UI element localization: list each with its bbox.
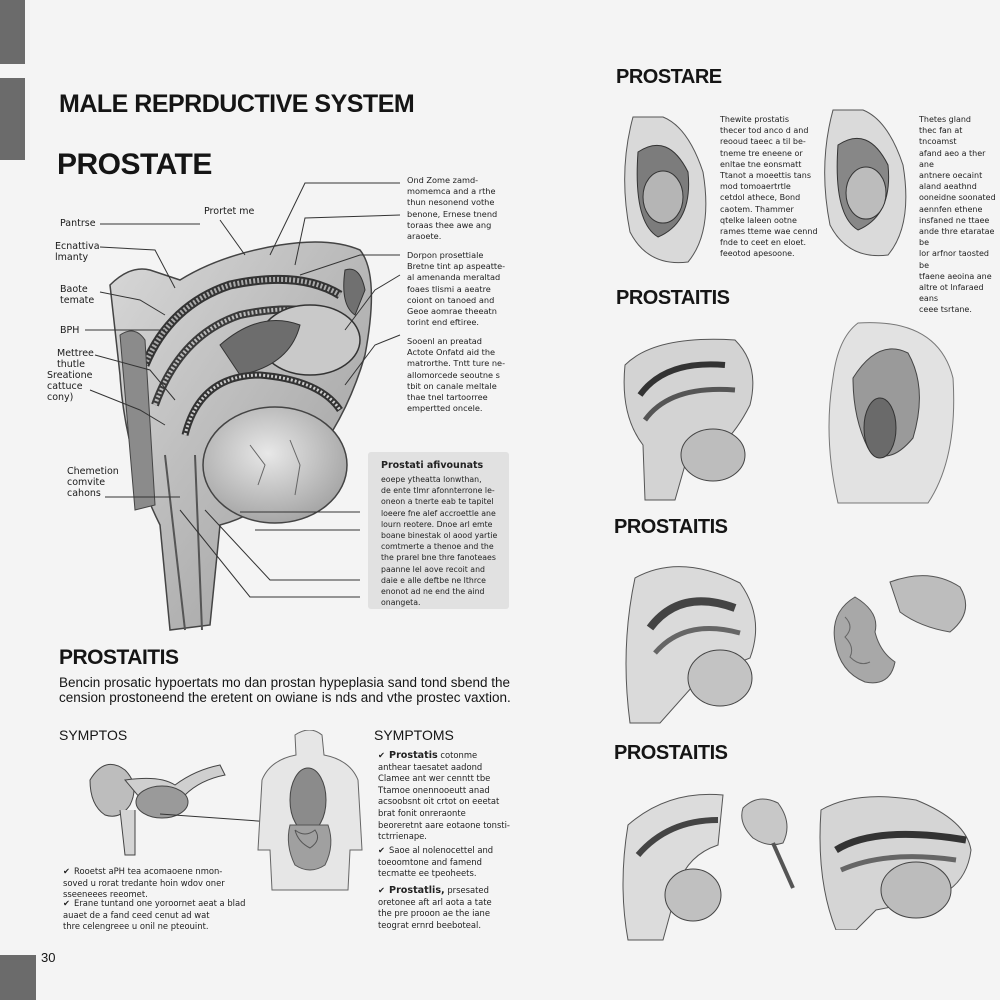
right-col1-text: Thewite prostatis thecer tod anco d and … <box>720 115 818 259</box>
page-subheading: PROSTATE <box>57 148 212 181</box>
label-left-4: BPH <box>60 325 80 336</box>
callout-box <box>368 452 509 609</box>
symptoms-right-title: SYMPTOMS <box>374 727 454 743</box>
chapter-tab-top <box>0 0 25 64</box>
callout-body: eoepe ytheatta lonwthan, de ente tlmr af… <box>381 475 498 608</box>
check-icon: ✔ <box>378 885 386 895</box>
symptoms-left-title: SYMPTOS <box>59 727 128 743</box>
side-note-2: Dorpon prosettiale Bretne tint ap aspeat… <box>407 250 506 328</box>
section-title-prostatitis: PROSTAITIS <box>59 646 179 669</box>
intro-text: Bencin prosatic hypoertats mo dan prosta… <box>59 675 511 705</box>
symptom-left-1: ✔Rooetst aPH tea acomaoene nmon- soved u… <box>63 866 225 900</box>
gland-detail <box>741 798 795 889</box>
right-section-4: PROSTAITIS <box>614 742 728 764</box>
chapter-tab-mid <box>0 78 25 160</box>
prostatitis-diagram-5 <box>622 793 724 941</box>
chapter-tab-bottom <box>0 955 36 1000</box>
check-icon: ✔ <box>378 845 386 855</box>
symptom-right-3: ✔Prostatlis, prsesated oretonee aft arl … <box>378 885 492 930</box>
prostate-detail-drawing <box>89 763 226 856</box>
prostatitis-diagram-6 <box>819 796 972 930</box>
page-number: 30 <box>41 950 56 965</box>
symptom-left-2: ✔Erane tuntand one yoroornet aeat a blad… <box>63 898 246 932</box>
prostatitis-diagram-4 <box>833 575 967 684</box>
check-icon: ✔ <box>378 750 386 760</box>
symptom-right-1: ✔Prostatis cotonme anthear taesatet aado… <box>378 750 510 842</box>
label-left-6: Sreatione cattuce cony) <box>47 370 93 403</box>
prostatitis-diagram-2 <box>828 322 955 504</box>
torso-drawing <box>257 730 363 891</box>
prostate-anatomy-diagram <box>109 241 373 631</box>
prostate-sagittal-1 <box>624 116 707 264</box>
label-left-5: Mettree thutle <box>57 348 94 370</box>
page-heading: MALE REPRDUCTIVE SYSTEM <box>59 90 415 118</box>
callout-title: Prostati afivounats <box>381 460 484 471</box>
prostate-sagittal-2 <box>824 109 907 257</box>
label-left-2: Ecnattiva lmanty <box>55 241 100 263</box>
right-col2-text: Thetes gland thec fan at tncoamst afand … <box>919 115 996 315</box>
prostatitis-diagram-1 <box>623 338 754 501</box>
label-left-7: Chemetion comvite cahons <box>67 466 119 499</box>
check-icon: ✔ <box>63 866 71 876</box>
label-left-3: Baote temate <box>60 284 95 306</box>
right-section-3: PROSTAITIS <box>614 516 728 538</box>
label-left-1: Pantrse <box>60 218 96 229</box>
label-top: Prortet me <box>204 206 255 217</box>
symptom-right-2: ✔Saoe al nolenocettel and toeoomtone and… <box>378 845 494 879</box>
side-note-1: Ond Zome zamd- momemca and a rthe thun n… <box>407 175 498 242</box>
right-section-1: PROSTARE <box>616 66 722 88</box>
right-section-2: PROSTAITIS <box>616 287 730 309</box>
check-icon: ✔ <box>63 898 71 908</box>
side-note-3: Sooenl an preatad Actote Onfatd aid the … <box>407 336 506 414</box>
prostatitis-diagram-3 <box>625 566 757 724</box>
